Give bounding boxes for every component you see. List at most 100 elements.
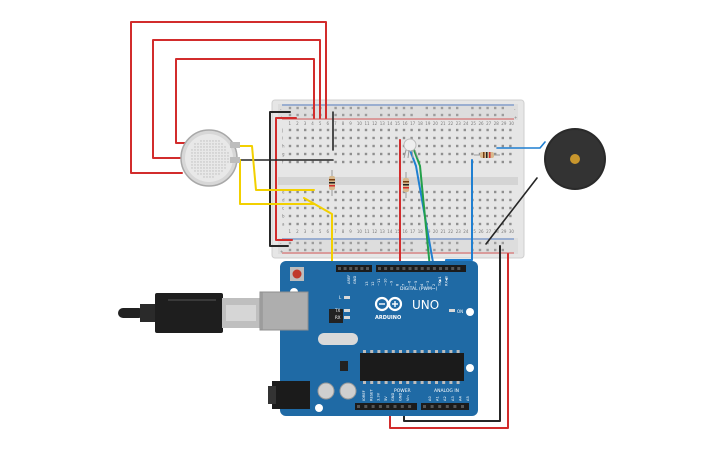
analog-pin-label: A2 <box>443 396 447 401</box>
l-label: L <box>339 295 342 300</box>
digital-pin-label: 13 <box>365 281 369 286</box>
column-number: 5 <box>319 121 322 126</box>
column-number: 9 <box>349 229 352 234</box>
column-number: 7 <box>334 229 337 234</box>
breadboard-holes: jihgfedcba112233445566778899101011111212… <box>281 106 515 252</box>
column-number: 13 <box>380 121 386 126</box>
column-number: 25 <box>471 121 477 126</box>
wire-buzzer-lead-blue <box>496 141 546 149</box>
column-number: 14 <box>387 121 393 126</box>
row-letter: f <box>282 160 284 165</box>
column-number: 2 <box>296 121 299 126</box>
row-letter: i <box>282 136 283 141</box>
column-number: 2 <box>296 229 299 234</box>
digital-pin-label: ~3 <box>426 281 430 286</box>
column-number: 23 <box>456 121 462 126</box>
column-number: 24 <box>463 229 469 234</box>
wire-red-outer <box>130 21 327 174</box>
column-number: 20 <box>433 229 439 234</box>
column-number: 4 <box>311 229 314 234</box>
column-number: 15 <box>395 121 401 126</box>
wire-blue-led <box>409 149 435 269</box>
digital-pin-label: 4 <box>420 283 424 286</box>
row-letter: h <box>282 144 285 149</box>
rx-label: RX <box>335 315 341 320</box>
row-letter: a <box>282 222 285 227</box>
column-number: 22 <box>448 121 454 126</box>
column-number: 13 <box>380 229 386 234</box>
column-number: 30 <box>509 121 515 126</box>
resistor-2 <box>403 172 409 198</box>
column-number: 17 <box>410 121 416 126</box>
rgb-led <box>403 138 419 159</box>
row-letter: j <box>281 128 283 133</box>
power-pin-label: 5V <box>384 396 388 401</box>
wire-red-inner <box>175 58 315 144</box>
column-number: 4 <box>311 121 314 126</box>
row-letter: g <box>282 152 285 157</box>
column-number: 11 <box>365 121 371 126</box>
column-number: 19 <box>425 121 431 126</box>
wire-red-middle <box>152 39 321 159</box>
sensor-module <box>180 129 240 187</box>
rail-plus-label-right: + <box>514 115 517 120</box>
wires <box>130 21 546 429</box>
power-pin-label: RESET <box>369 389 373 401</box>
column-number: 26 <box>479 121 485 126</box>
arduino-logo-icon <box>374 296 403 312</box>
digital-pin-label: 2 <box>432 284 436 286</box>
column-number: 14 <box>387 229 393 234</box>
power-pin-label: GND <box>399 393 403 401</box>
power-pin-label: IOREF <box>362 390 366 401</box>
power-pin-label: GND <box>391 393 395 401</box>
column-number: 1 <box>289 121 292 126</box>
column-number: 28 <box>494 121 500 126</box>
column-number: 26 <box>479 229 485 234</box>
column-number: 18 <box>418 121 424 126</box>
digital-label: DIGITAL (PWM~) <box>400 286 438 292</box>
column-number: 7 <box>334 121 337 126</box>
piezo-buzzer <box>544 128 606 190</box>
rail-minus-label: - <box>280 107 282 112</box>
breadboard: jihgfedcba112233445566778899101011111212… <box>271 99 525 259</box>
column-number: 21 <box>441 121 447 126</box>
analog-pin-label: A5 <box>466 396 470 401</box>
column-number: 8 <box>342 121 345 126</box>
tx-label: TX <box>334 308 340 313</box>
analog-label: ANALOG IN <box>434 388 459 394</box>
reset-button[interactable] <box>292 269 302 279</box>
column-number: 1 <box>289 229 292 234</box>
wire-yellow-sensor-b <box>239 159 315 205</box>
wire-green-led <box>413 149 431 269</box>
column-number: 10 <box>357 229 363 234</box>
digital-pin-label: 12 <box>371 281 375 286</box>
row-letter: d <box>282 198 285 203</box>
column-number: 29 <box>501 229 507 234</box>
digital-pin-label: ~9 <box>389 280 393 286</box>
column-number: 27 <box>486 229 492 234</box>
power-pin-label: Vin <box>406 395 410 401</box>
digital-pin-label: ~5 <box>414 281 418 286</box>
column-number: 3 <box>304 229 307 234</box>
analog-header <box>421 403 469 410</box>
column-number: 12 <box>372 121 378 126</box>
digital-pin-label: 8 <box>396 283 400 286</box>
wire-buzzer-lead-black <box>485 177 538 245</box>
column-number: 21 <box>441 229 447 234</box>
row-letter: b <box>282 214 285 219</box>
analog-pin-label: A1 <box>436 396 440 401</box>
atmega-chip <box>360 353 464 381</box>
on-label: ON <box>457 309 463 314</box>
column-number: 29 <box>501 121 507 126</box>
resistor-1 <box>329 170 335 196</box>
row-letter: e <box>282 190 285 195</box>
power-label: POWER <box>394 388 411 394</box>
column-number: 11 <box>365 229 371 234</box>
rail-minus-label-bottom: - <box>280 241 282 246</box>
resistor-3 <box>474 152 500 158</box>
rail-minus-label-right: - <box>514 107 516 112</box>
column-number: 10 <box>357 121 363 126</box>
column-number: 12 <box>372 229 378 234</box>
column-number: 22 <box>448 229 454 234</box>
